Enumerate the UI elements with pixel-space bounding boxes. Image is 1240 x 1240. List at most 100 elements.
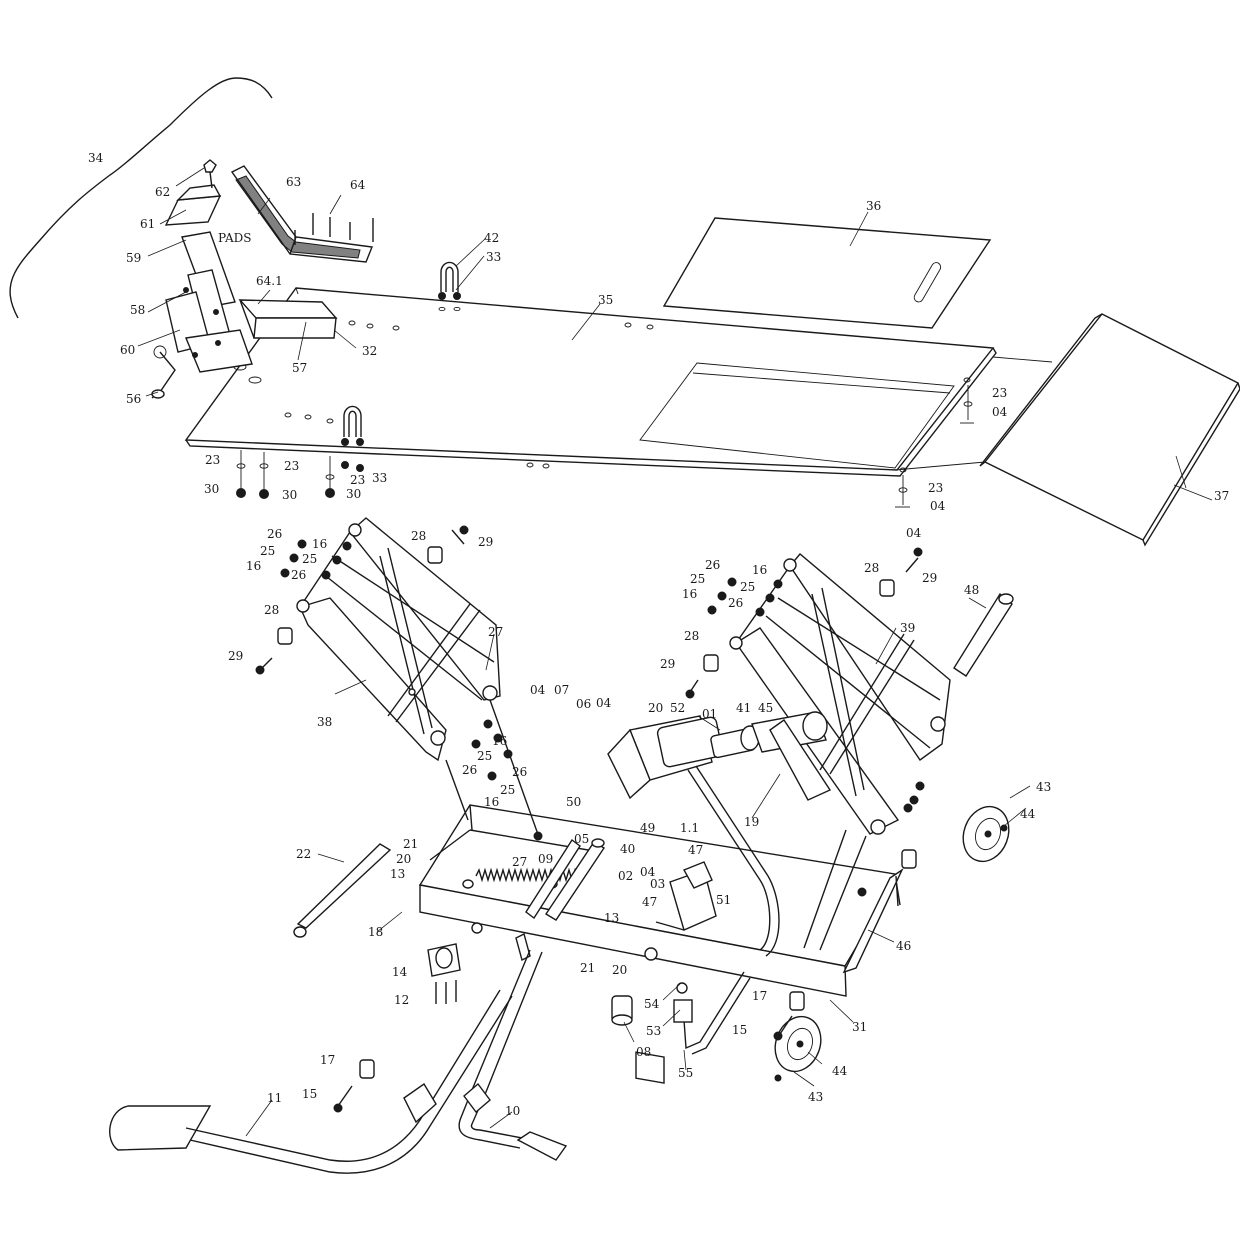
callout-29-a: 29 xyxy=(478,535,493,549)
callout-64-1: 64.1 xyxy=(256,274,283,288)
callout-32: 32 xyxy=(362,344,377,358)
bar-part-64-1 xyxy=(238,299,338,339)
callout-44-a: 44 xyxy=(1020,807,1036,821)
callout-27-a: 27 xyxy=(488,625,503,639)
callout-15-a: 15 xyxy=(302,1087,317,1101)
callout-04-f: 04 xyxy=(640,865,656,879)
callout-42: 42 xyxy=(484,231,499,245)
callout-36: 36 xyxy=(866,199,881,213)
callout-22: 22 xyxy=(296,847,311,861)
callout-25-d: 25 xyxy=(500,783,515,797)
pedal-part-11 xyxy=(109,932,531,1174)
callout-10: 10 xyxy=(505,1104,520,1118)
group-brace-34 xyxy=(9,77,273,319)
wheel-part-44-bottom xyxy=(774,1015,822,1073)
callout-53: 53 xyxy=(646,1024,661,1038)
callout-55: 55 xyxy=(678,1066,693,1080)
callout-1-1: 1.1 xyxy=(680,821,699,835)
callout-01: 01 xyxy=(702,707,717,721)
valve-block-part-51 xyxy=(655,861,717,931)
callout-31: 31 xyxy=(852,1020,867,1034)
bolts-part-64 xyxy=(294,213,374,245)
callout-04-c: 04 xyxy=(906,526,922,540)
ramp-part-37 xyxy=(894,313,1240,547)
callout-13-a: 13 xyxy=(390,867,405,881)
callout-15-b: 15 xyxy=(732,1023,747,1037)
callout-16-d: 16 xyxy=(484,795,499,809)
bar-part-09 xyxy=(525,838,581,920)
callout-04-ramp: 04 xyxy=(992,405,1008,419)
callout-12: 12 xyxy=(394,993,409,1007)
callout-04-b: 04 xyxy=(930,499,946,513)
callout-46: 46 xyxy=(896,939,911,953)
bolts-part-29 xyxy=(255,525,923,1113)
callout-41: 41 xyxy=(736,701,751,715)
callout-20-c: 20 xyxy=(612,963,627,977)
callout-18: 18 xyxy=(368,925,383,939)
u-bolt-top xyxy=(438,261,461,312)
callout-63: 63 xyxy=(286,175,301,189)
callout-13-b: 13 xyxy=(604,911,619,925)
callout-16-b: 16 xyxy=(246,559,261,573)
callout-47-a: 47 xyxy=(688,843,703,857)
callout-16-e: 16 xyxy=(752,563,767,577)
callout-30-a: 30 xyxy=(204,482,219,496)
callout-26-c: 26 xyxy=(462,763,477,777)
callout-14: 14 xyxy=(392,965,408,979)
callout-25-e: 25 xyxy=(690,572,705,586)
callout-33-bottom: 33 xyxy=(372,471,387,485)
callout-05: 05 xyxy=(574,832,589,846)
callout-59: 59 xyxy=(126,251,141,265)
scissor-arm-part-38 xyxy=(296,517,501,762)
callout-28-a: 28 xyxy=(411,529,426,543)
callout-37: 37 xyxy=(1214,489,1229,503)
callout-23-d: 23 xyxy=(928,481,943,495)
callout-30-c: 30 xyxy=(346,487,361,501)
callout-56: 56 xyxy=(126,392,141,406)
callout-44-b: 44 xyxy=(832,1064,848,1078)
callout-26-e: 26 xyxy=(705,558,720,572)
bar-part-05 xyxy=(545,838,605,921)
callout-27-b: 27 xyxy=(512,855,527,869)
callout-20-b: 20 xyxy=(396,852,411,866)
callout-50: 50 xyxy=(566,795,581,809)
wheel-vise-assembly xyxy=(151,159,253,399)
callout-04-e: 04 xyxy=(596,696,612,710)
rod-part-22 xyxy=(293,843,392,938)
callout-03: 03 xyxy=(650,877,665,891)
callout-35: 35 xyxy=(598,293,613,307)
nut-washer-stacks xyxy=(280,539,1008,1082)
callout-02: 02 xyxy=(618,869,633,883)
callout-28-c: 28 xyxy=(864,561,879,575)
callout-28-b: 28 xyxy=(264,603,279,617)
callout-60: 60 xyxy=(120,343,135,357)
hose-part-55 xyxy=(673,765,780,1055)
callout-39: 39 xyxy=(900,621,915,635)
callout-52: 52 xyxy=(670,701,685,715)
callout-23-a: 23 xyxy=(205,453,220,467)
callout-21-a: 21 xyxy=(403,837,418,851)
pads-part-63 xyxy=(230,165,373,263)
callout-20-a: 20 xyxy=(648,701,663,715)
base-struts xyxy=(445,699,867,951)
u-bolt-bottom xyxy=(341,405,364,472)
callout-29-b: 29 xyxy=(228,649,243,663)
leader-lines xyxy=(137,167,1213,1137)
cover-plate-part-36 xyxy=(662,217,992,329)
callout-17-b: 17 xyxy=(752,989,767,1003)
callout-17-a: 17 xyxy=(320,1053,335,1067)
callout-51: 51 xyxy=(716,893,731,907)
wheel-part-44-top xyxy=(962,805,1010,863)
callout-23-c: 23 xyxy=(350,473,365,487)
callout-23-b: 23 xyxy=(284,459,299,473)
callout-28-d: 28 xyxy=(684,629,699,643)
callout-16-a: 16 xyxy=(312,537,327,551)
callout-61: 61 xyxy=(140,217,155,231)
callout-47-b: 47 xyxy=(642,895,657,909)
callout-38: 38 xyxy=(317,715,332,729)
callout-58: 58 xyxy=(130,303,145,317)
callout-26-d: 26 xyxy=(512,765,527,779)
roller-part-08 xyxy=(611,995,633,1026)
callout-26-f: 26 xyxy=(728,596,743,610)
